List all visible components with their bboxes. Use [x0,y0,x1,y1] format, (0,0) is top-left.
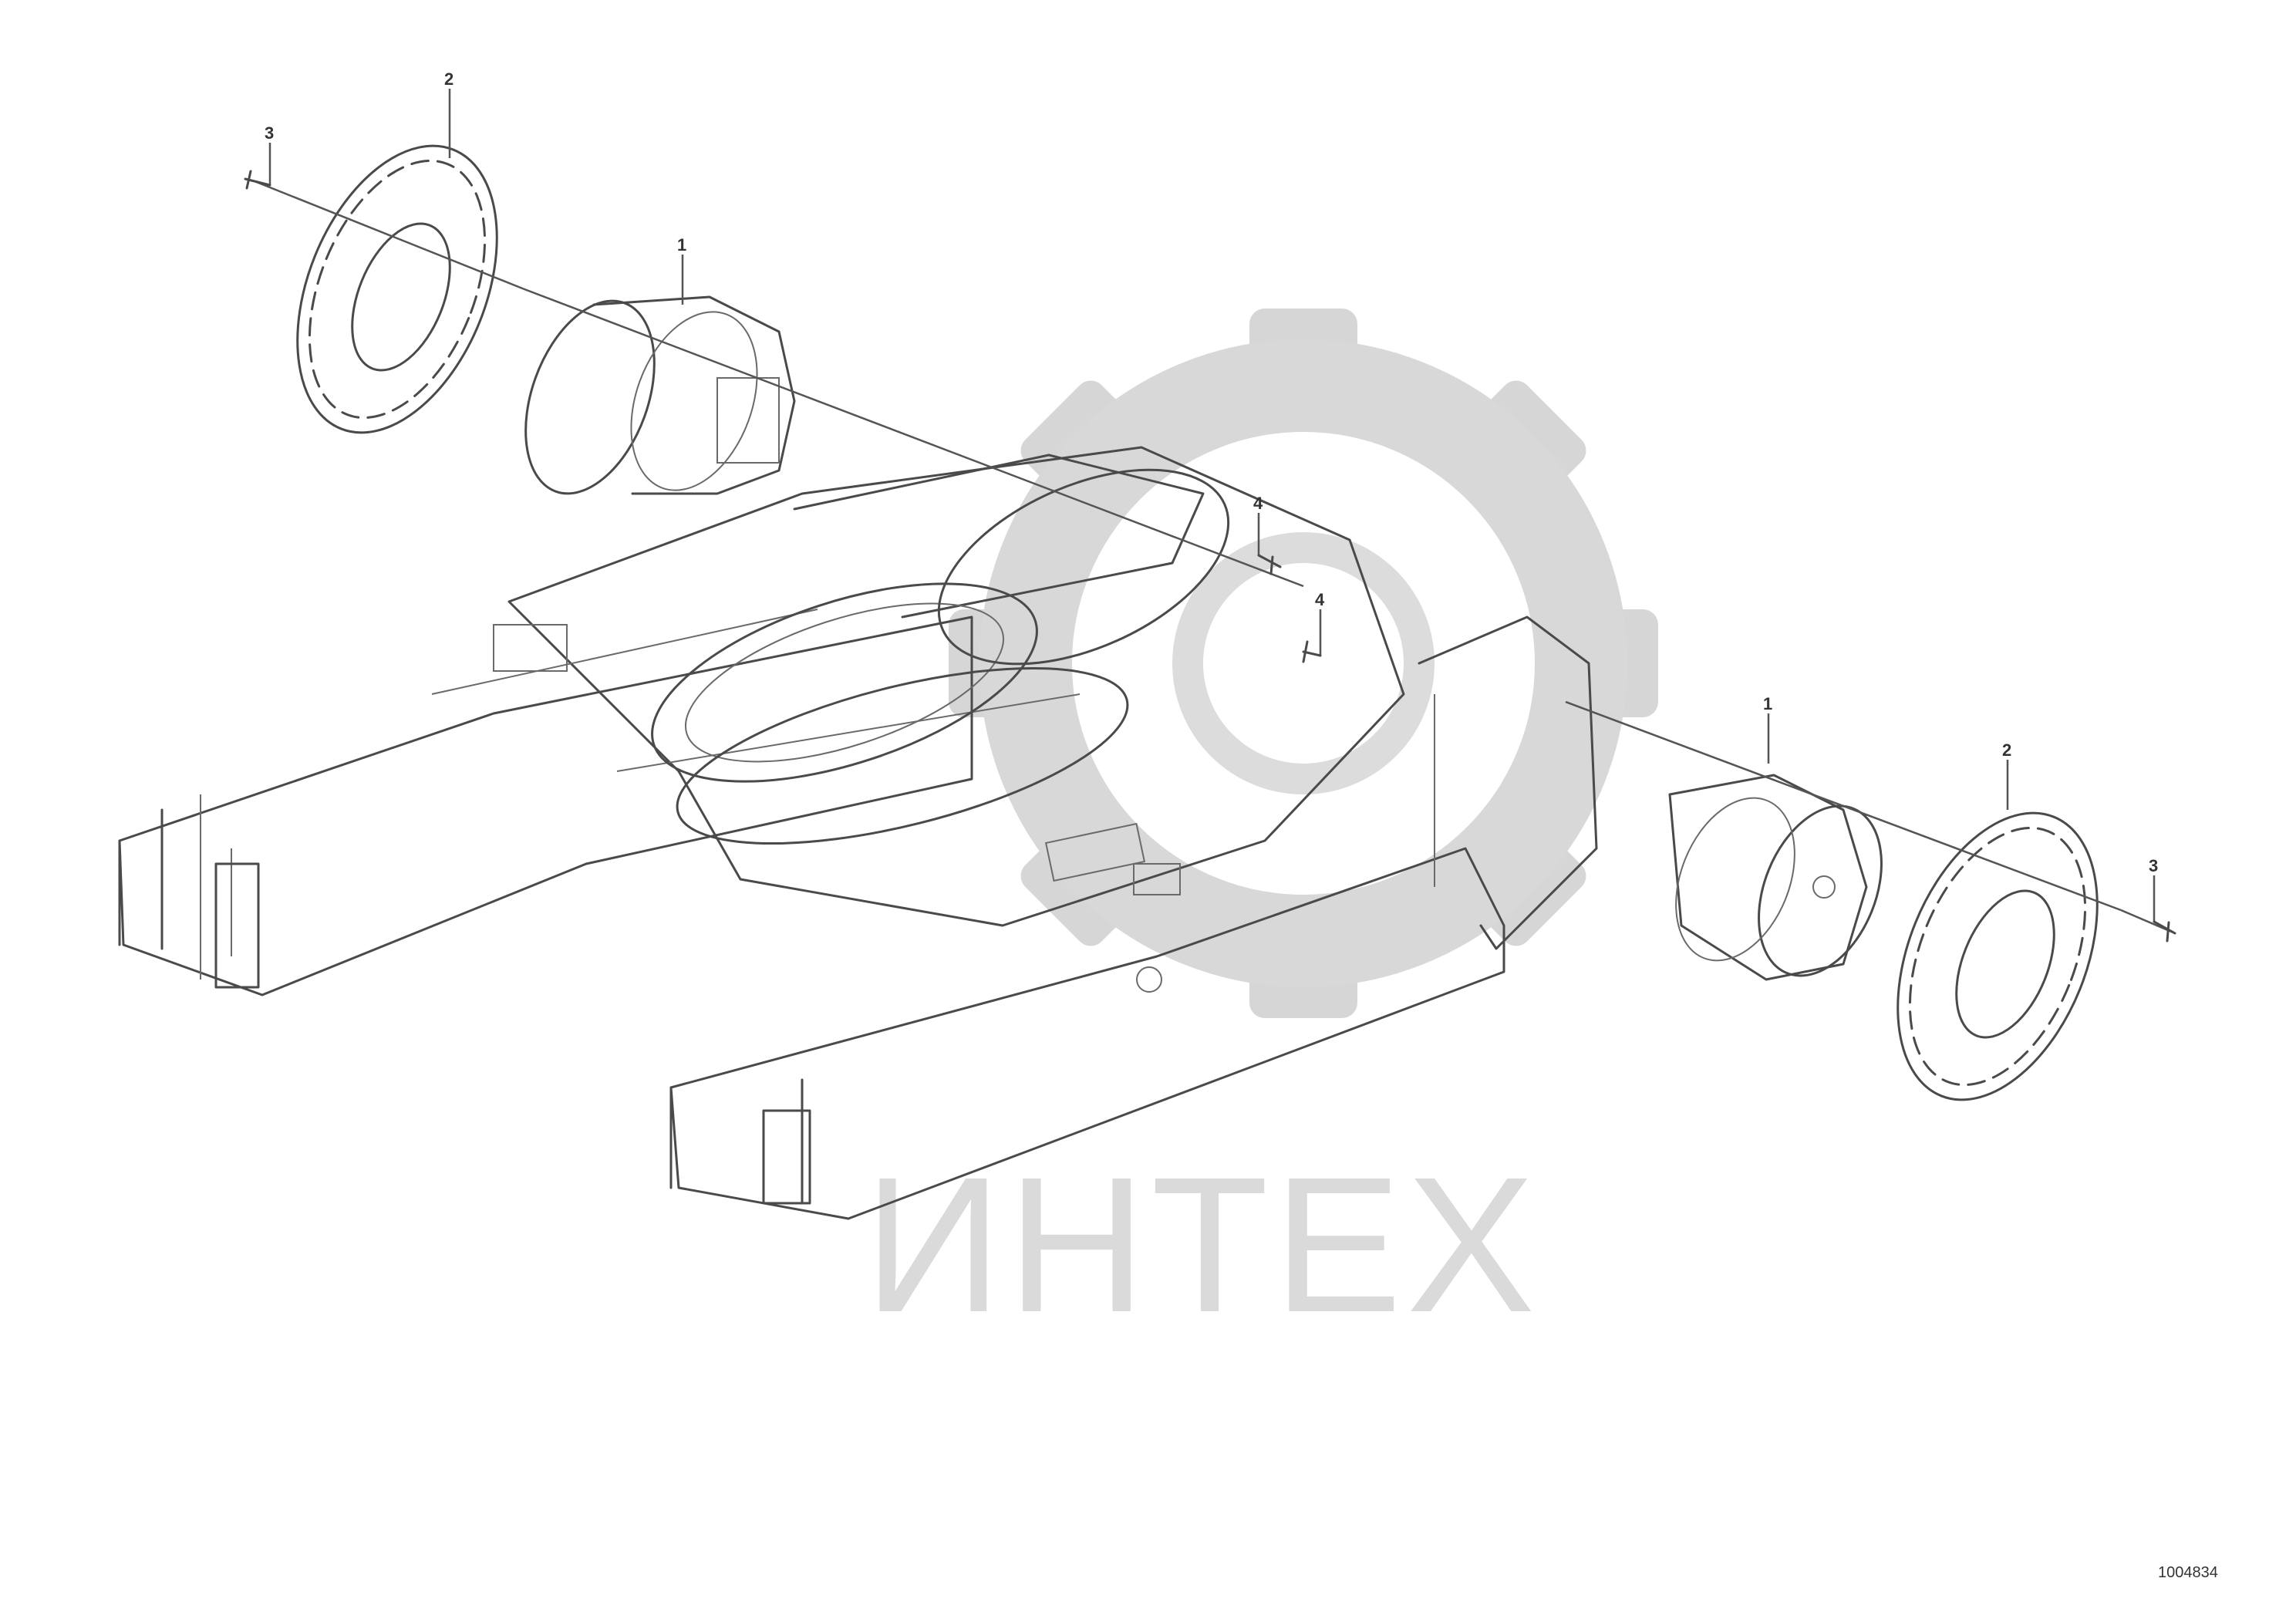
rear-travel-motor [1668,774,1883,981]
callout-label: 3 [265,123,274,143]
drawing-number: 1004834 [2158,1564,2218,1581]
callout-label: 4 [1315,590,1325,609]
front-travel-motor [524,295,796,495]
leader-lines [254,89,2176,935]
watermark-text: ИНТЕХ [864,1137,1539,1352]
drawing-code-block: 1004834 [2158,1564,2218,1581]
callout-label: 3 [2149,856,2158,875]
callout-labels: 2 3 1 4 4 1 2 3 [265,69,2158,875]
callout-label: 2 [2002,740,2011,760]
front-sprocket [296,144,498,434]
callout-label: 4 [1253,494,1263,513]
watermark-gear-icon [949,309,1658,1018]
rear-sprocket [1896,811,2099,1101]
callout-label: 2 [444,69,453,89]
undercarriage-frame [118,446,1598,1220]
callout-label: 1 [1763,694,1772,713]
callout-label: 1 [677,235,686,255]
bolt-icons [244,170,2176,943]
